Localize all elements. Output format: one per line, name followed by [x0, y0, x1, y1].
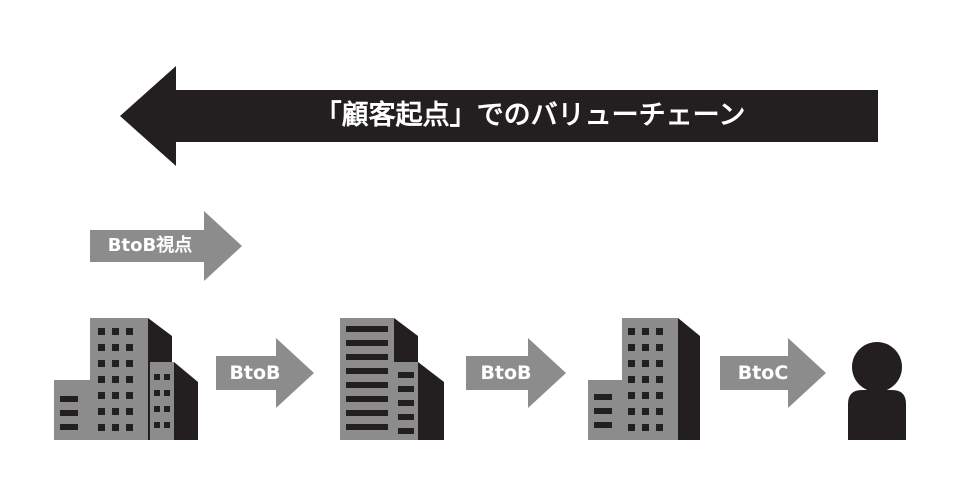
connector-arrow-1	[216, 338, 314, 408]
connector-label-2: BtoB	[480, 362, 532, 384]
building-icon-2	[588, 318, 700, 440]
connector-arrow-3	[720, 338, 826, 408]
btob-viewpoint-label: BtoB視点	[107, 235, 193, 256]
office-building-icon	[340, 318, 444, 440]
connector-label-3: BtoC	[737, 362, 789, 384]
person-icon	[848, 342, 906, 440]
btob-viewpoint-arrow	[90, 211, 242, 281]
building-icon	[54, 318, 198, 440]
customer-origin-arrow-label: 「顧客起点」でのバリューチェーン	[314, 100, 746, 131]
customer-origin-arrow	[120, 66, 878, 166]
connector-arrow-2	[466, 338, 566, 408]
connector-label-1: BtoB	[229, 362, 281, 384]
